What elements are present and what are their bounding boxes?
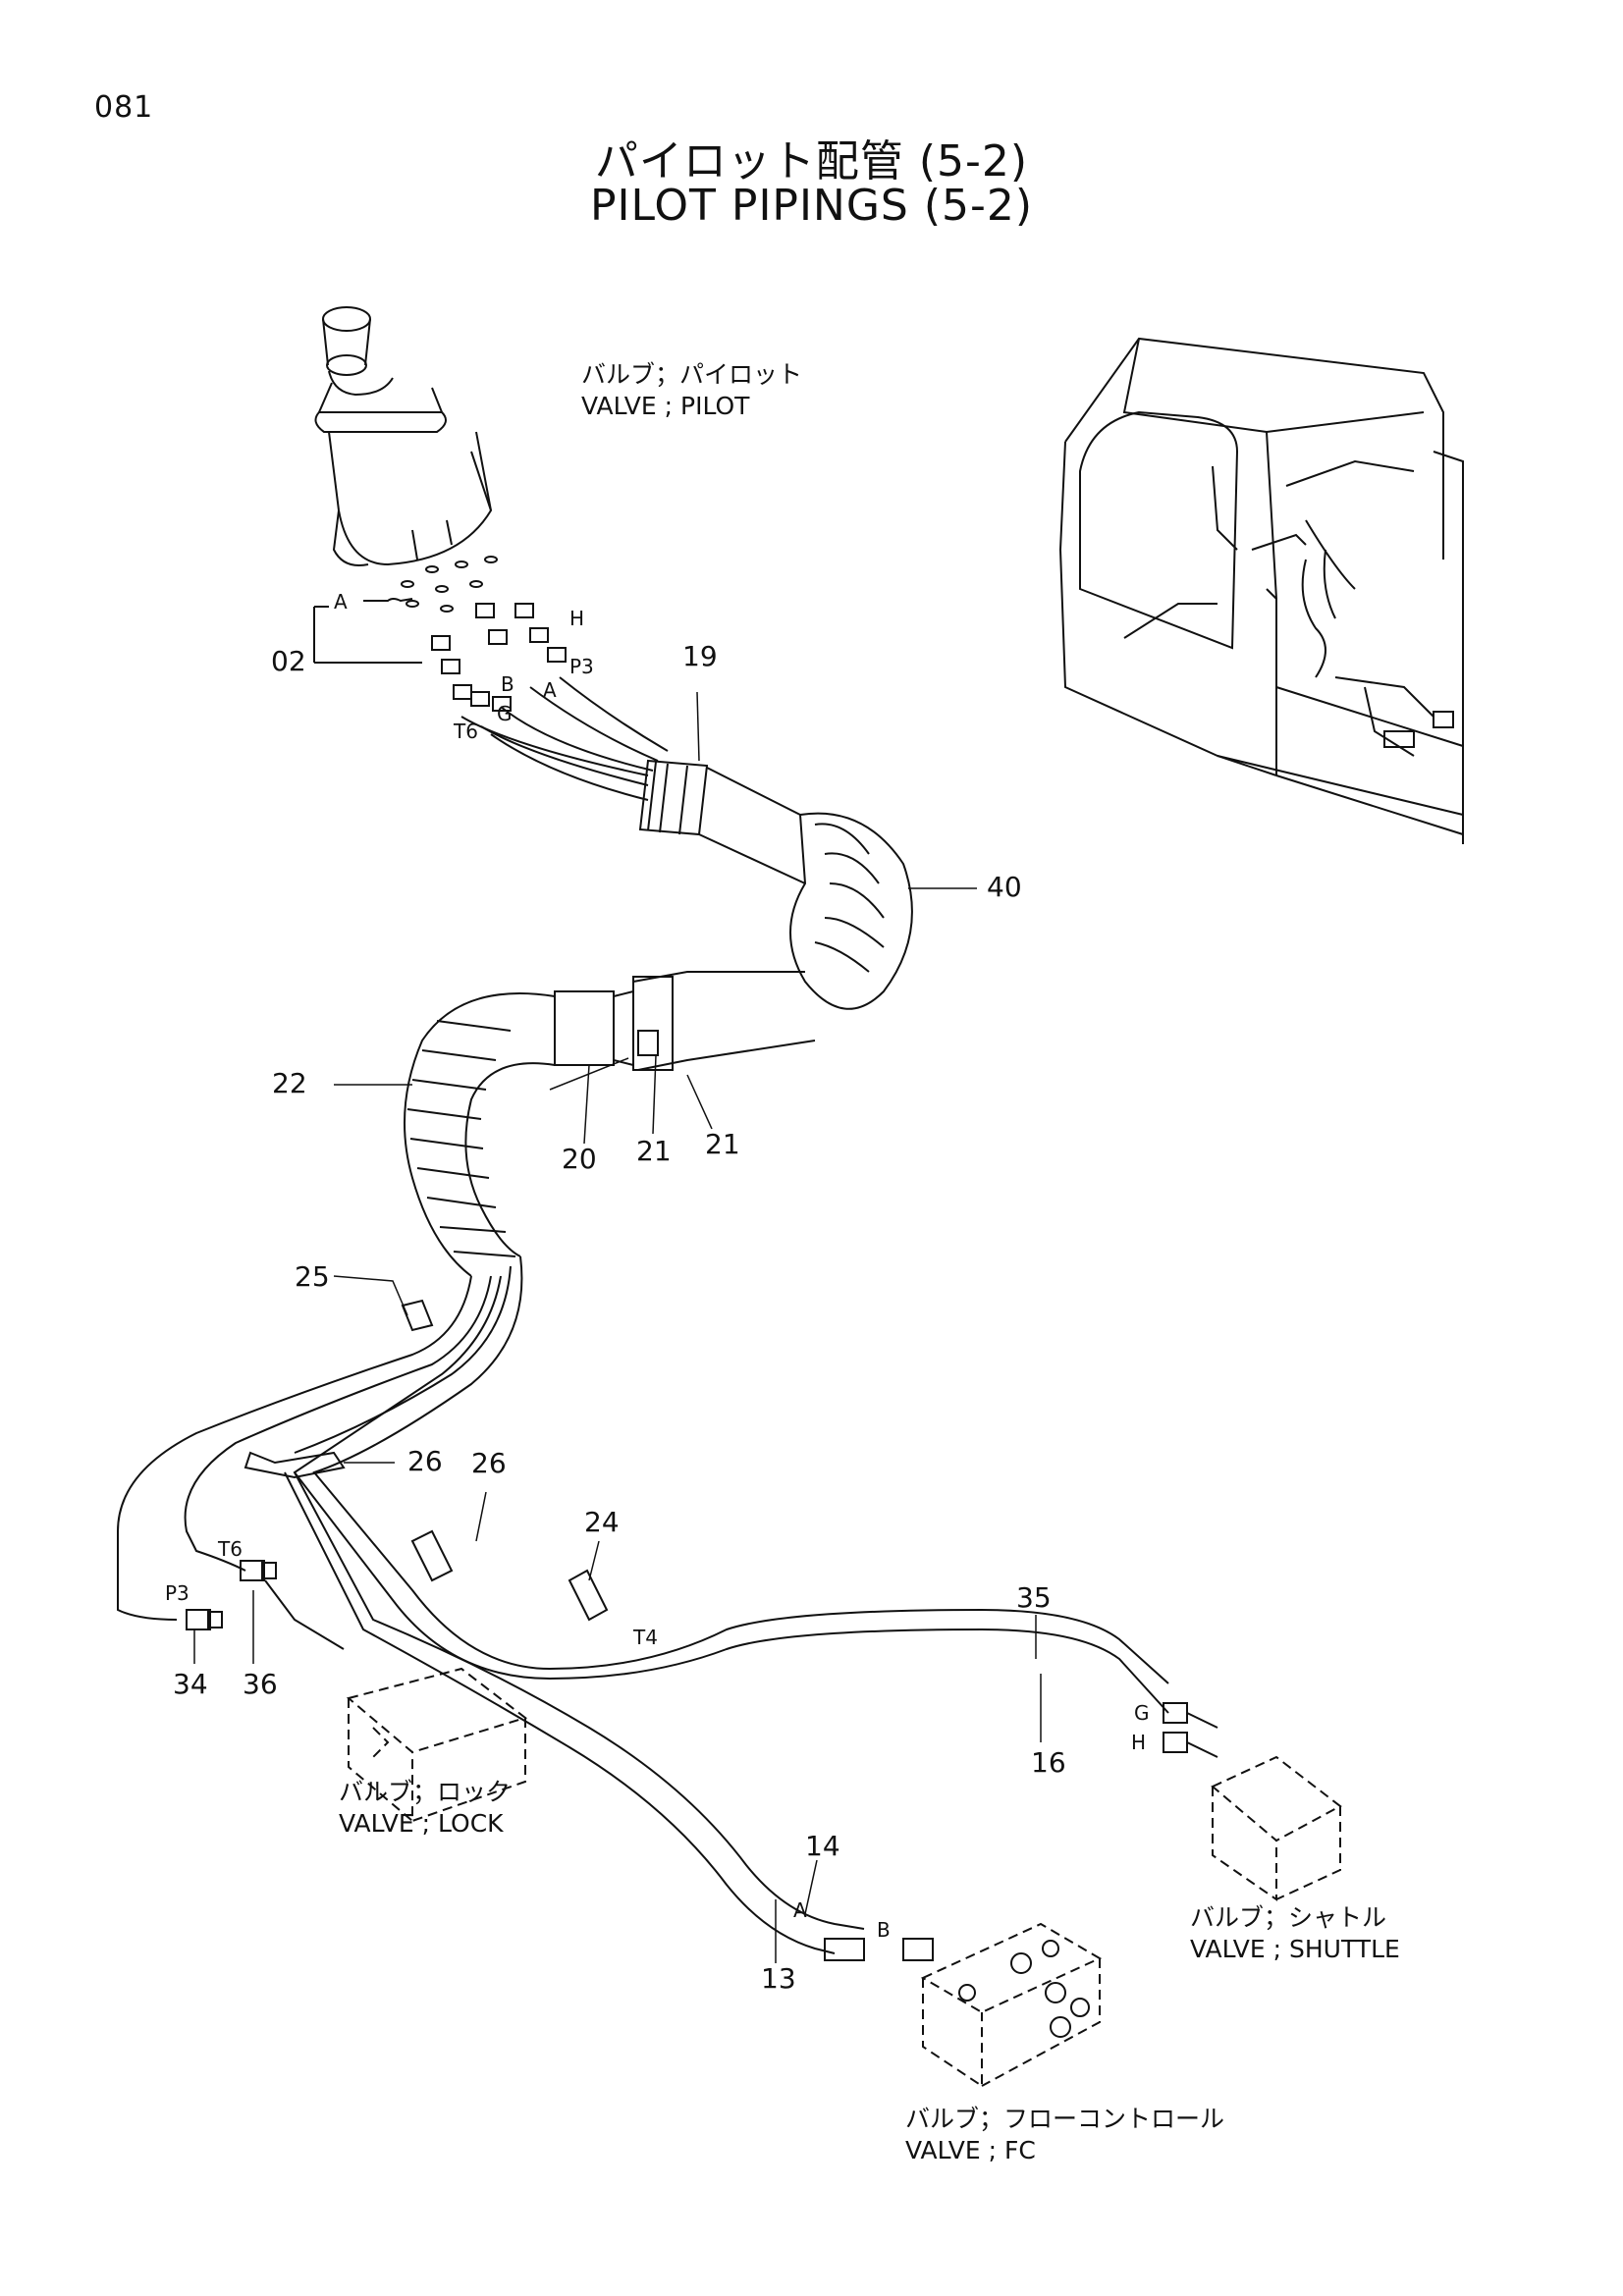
- label-lock-valve: バルブ；ロック VALVE ; LOCK: [339, 1777, 511, 1840]
- callout-25: 25: [295, 1260, 330, 1293]
- callout-21b: 21: [705, 1128, 740, 1160]
- leader-lines: [193, 691, 1042, 1963]
- label-fc-valve: バルブ；フローコントロール VALVE ; FC: [905, 2104, 1224, 2166]
- cab-inset-drawing: [1058, 337, 1464, 844]
- page-title-english: PILOT PIPINGS (5-2): [589, 181, 1034, 231]
- callout-02: 02: [271, 645, 306, 677]
- callout-24: 24: [584, 1506, 620, 1538]
- protector-tube: [698, 767, 806, 884]
- clamp-19: [638, 759, 709, 836]
- label-shuttle-valve: バルブ；シャトル VALVE ; SHUTTLE: [1190, 1902, 1400, 1965]
- o-rings: [401, 556, 498, 613]
- port-a-fc: A: [793, 1898, 807, 1922]
- port-p3: P3: [569, 655, 594, 678]
- label-shuttle-valve-ja: バルブ；シャトル: [1190, 1903, 1387, 1932]
- shuttle-valve-drawing: [1211, 1755, 1342, 1901]
- label-lock-valve-en: VALVE ; LOCK: [339, 1809, 504, 1838]
- clamps-20-21: [554, 976, 674, 1071]
- label-pilot-valve: バルブ；パイロット VALVE ; PILOT: [581, 359, 802, 422]
- port-b-fc: B: [877, 1918, 891, 1942]
- callout-22: 22: [272, 1067, 307, 1099]
- label-shuttle-valve-en: VALVE ; SHUTTLE: [1190, 1935, 1400, 1963]
- callout-36: 36: [243, 1668, 278, 1700]
- label-pilot-valve-en: VALVE ; PILOT: [581, 392, 750, 420]
- label-lock-valve-ja: バルブ；ロック: [339, 1778, 512, 1806]
- callout-34: 34: [173, 1668, 208, 1700]
- port-a-inner: A: [543, 678, 557, 702]
- spiral-protector-22: [404, 992, 556, 1277]
- page-number: 081: [94, 90, 154, 125]
- callout-40: 40: [987, 871, 1022, 903]
- page-title-japanese: パイロット配管 (5-2): [594, 136, 1029, 187]
- port-g: G: [497, 702, 513, 725]
- hose-bundle: [460, 676, 669, 801]
- callout-26b: 26: [471, 1447, 507, 1479]
- fittings-shuttle: [1163, 1702, 1218, 1758]
- callout-19: 19: [682, 640, 718, 672]
- fc-valve-drawing: [824, 1922, 1103, 2088]
- callout-20: 20: [562, 1143, 597, 1175]
- port-b: B: [501, 672, 514, 696]
- label-fc-valve-en: VALVE ; FC: [905, 2136, 1036, 2164]
- port-t4: T4: [632, 1626, 658, 1649]
- port-p3-lower: P3: [165, 1581, 189, 1605]
- port-g-shuttle: G: [1134, 1701, 1150, 1725]
- callouts: 02 19 40 22 20 21 21 25 26 26 24 35 16 1…: [173, 640, 1066, 1995]
- pilot-valve-drawing: [314, 306, 493, 566]
- port-labels: A H P3 B A G T6 T4 G H A B T6 P3: [165, 590, 1150, 1942]
- label-pilot-valve-ja: バルブ；パイロット: [581, 360, 803, 389]
- hose-fittings: [431, 603, 567, 712]
- callout-21a: 21: [636, 1135, 672, 1167]
- callout-26a: 26: [407, 1445, 443, 1477]
- port-h: H: [569, 607, 584, 630]
- hoses-lower: [117, 1255, 1169, 1954]
- port-t6: T6: [453, 720, 478, 743]
- callout-16: 16: [1031, 1746, 1066, 1779]
- callout-35: 35: [1016, 1581, 1052, 1614]
- label-fc-valve-ja: バルブ；フローコントロール: [905, 2105, 1225, 2133]
- fittings-lower-left: [186, 1560, 345, 1650]
- bellows-protector-40: [789, 812, 913, 1010]
- callout-14: 14: [805, 1830, 840, 1862]
- hose-clamps: [243, 1299, 609, 1622]
- port-t6-lower: T6: [217, 1537, 243, 1561]
- callout-13: 13: [761, 1962, 796, 1995]
- port-h-shuttle: H: [1131, 1731, 1146, 1754]
- middle-tube: [632, 971, 816, 1071]
- lock-valve-drawing: [346, 1667, 528, 1824]
- callout-02-leader: [313, 598, 422, 664]
- port-a: A: [334, 590, 348, 614]
